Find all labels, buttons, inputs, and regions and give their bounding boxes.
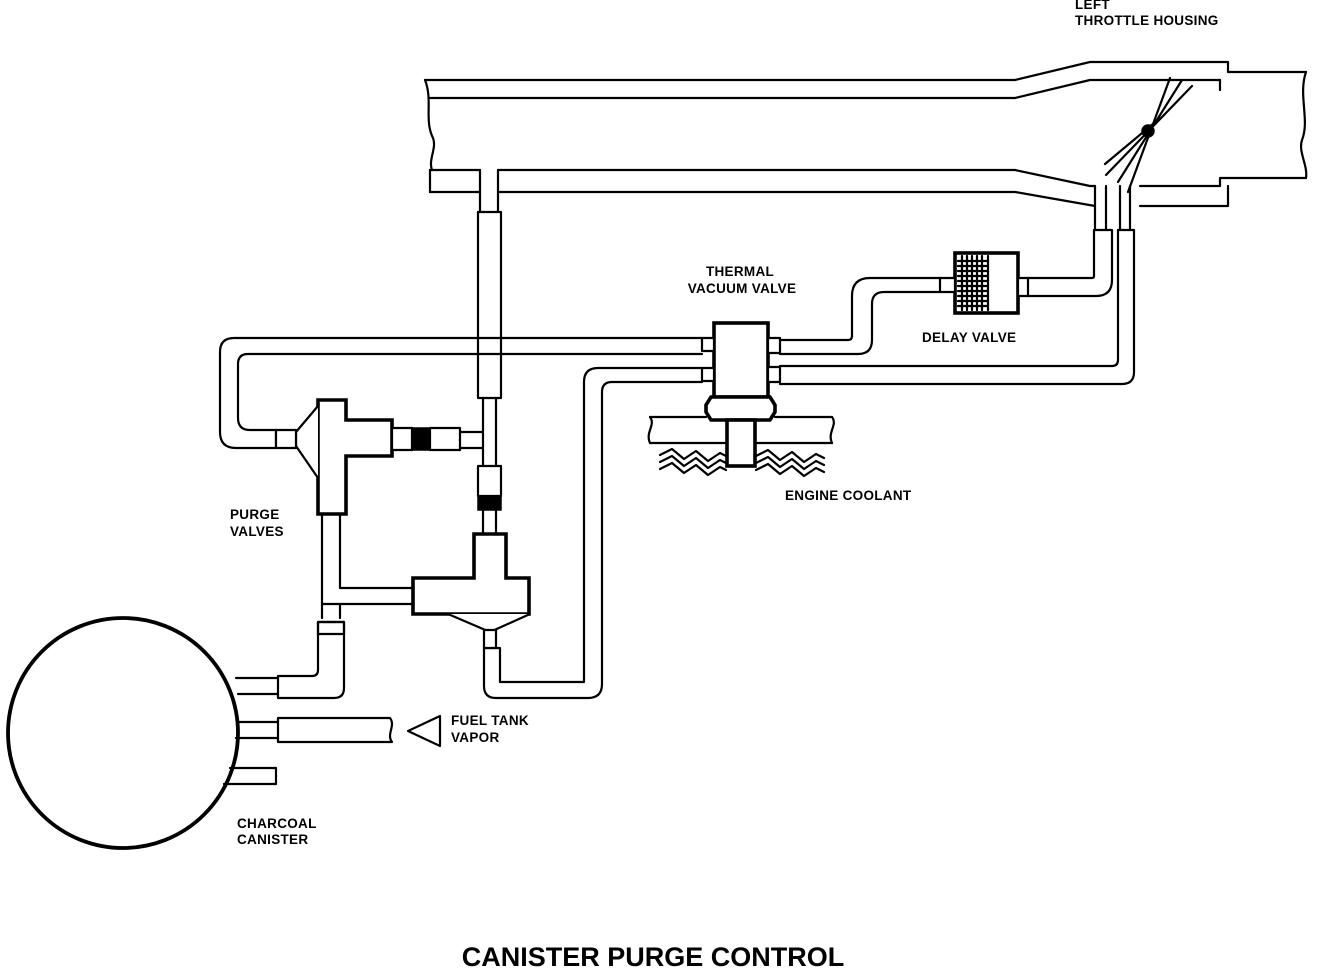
charcoal-canister-label-line1: CHARCOAL bbox=[237, 816, 317, 831]
delay-valve bbox=[938, 251, 1030, 315]
lower-purge-valve bbox=[411, 464, 531, 650]
upper-purge-valve bbox=[274, 398, 462, 516]
charcoal-canister-label-line2: CANISTER bbox=[237, 832, 308, 847]
manifold-vacuum-line bbox=[458, 168, 503, 470]
throttle-plate-icon bbox=[1103, 76, 1194, 194]
coolant-wave-icon bbox=[658, 447, 826, 478]
purge-valves-label-line1: PURGE bbox=[230, 507, 280, 522]
throttle-housing bbox=[423, 60, 1308, 208]
delay-valve-filter-icon bbox=[956, 254, 990, 312]
throttle-housing-label-line1: LEFT bbox=[1075, 0, 1110, 12]
thermal-vacuum-valve-label-line1: THERMAL bbox=[706, 264, 774, 279]
delay-valve-hose bbox=[778, 276, 942, 342]
fuel-tank-vapor-label-line1: FUEL TANK bbox=[451, 713, 529, 728]
arrow-left-icon bbox=[406, 714, 442, 748]
tvv-to-lower-purge-hose bbox=[482, 366, 704, 700]
diagram-title: CANISTER PURGE CONTROL bbox=[462, 942, 845, 972]
delay-valve-label: DELAY VALVE bbox=[922, 330, 1016, 345]
fuel-tank-vapor-hose bbox=[276, 714, 442, 748]
thermal-vacuum-valve bbox=[700, 321, 782, 468]
engine-coolant-label: ENGINE COOLANT bbox=[785, 488, 912, 503]
purge-to-canister-hose bbox=[276, 512, 415, 700]
fuel-tank-vapor-label-line2: VAPOR bbox=[451, 730, 500, 745]
engine-block bbox=[647, 415, 835, 478]
charcoal-canister bbox=[6, 616, 280, 850]
purge-valves-label-line2: VALVES bbox=[230, 524, 284, 539]
thermal-vacuum-valve-label-line2: VACUUM VALVE bbox=[688, 281, 797, 296]
throttle-housing-label-line2: THROTTLE HOUSING bbox=[1075, 13, 1219, 28]
